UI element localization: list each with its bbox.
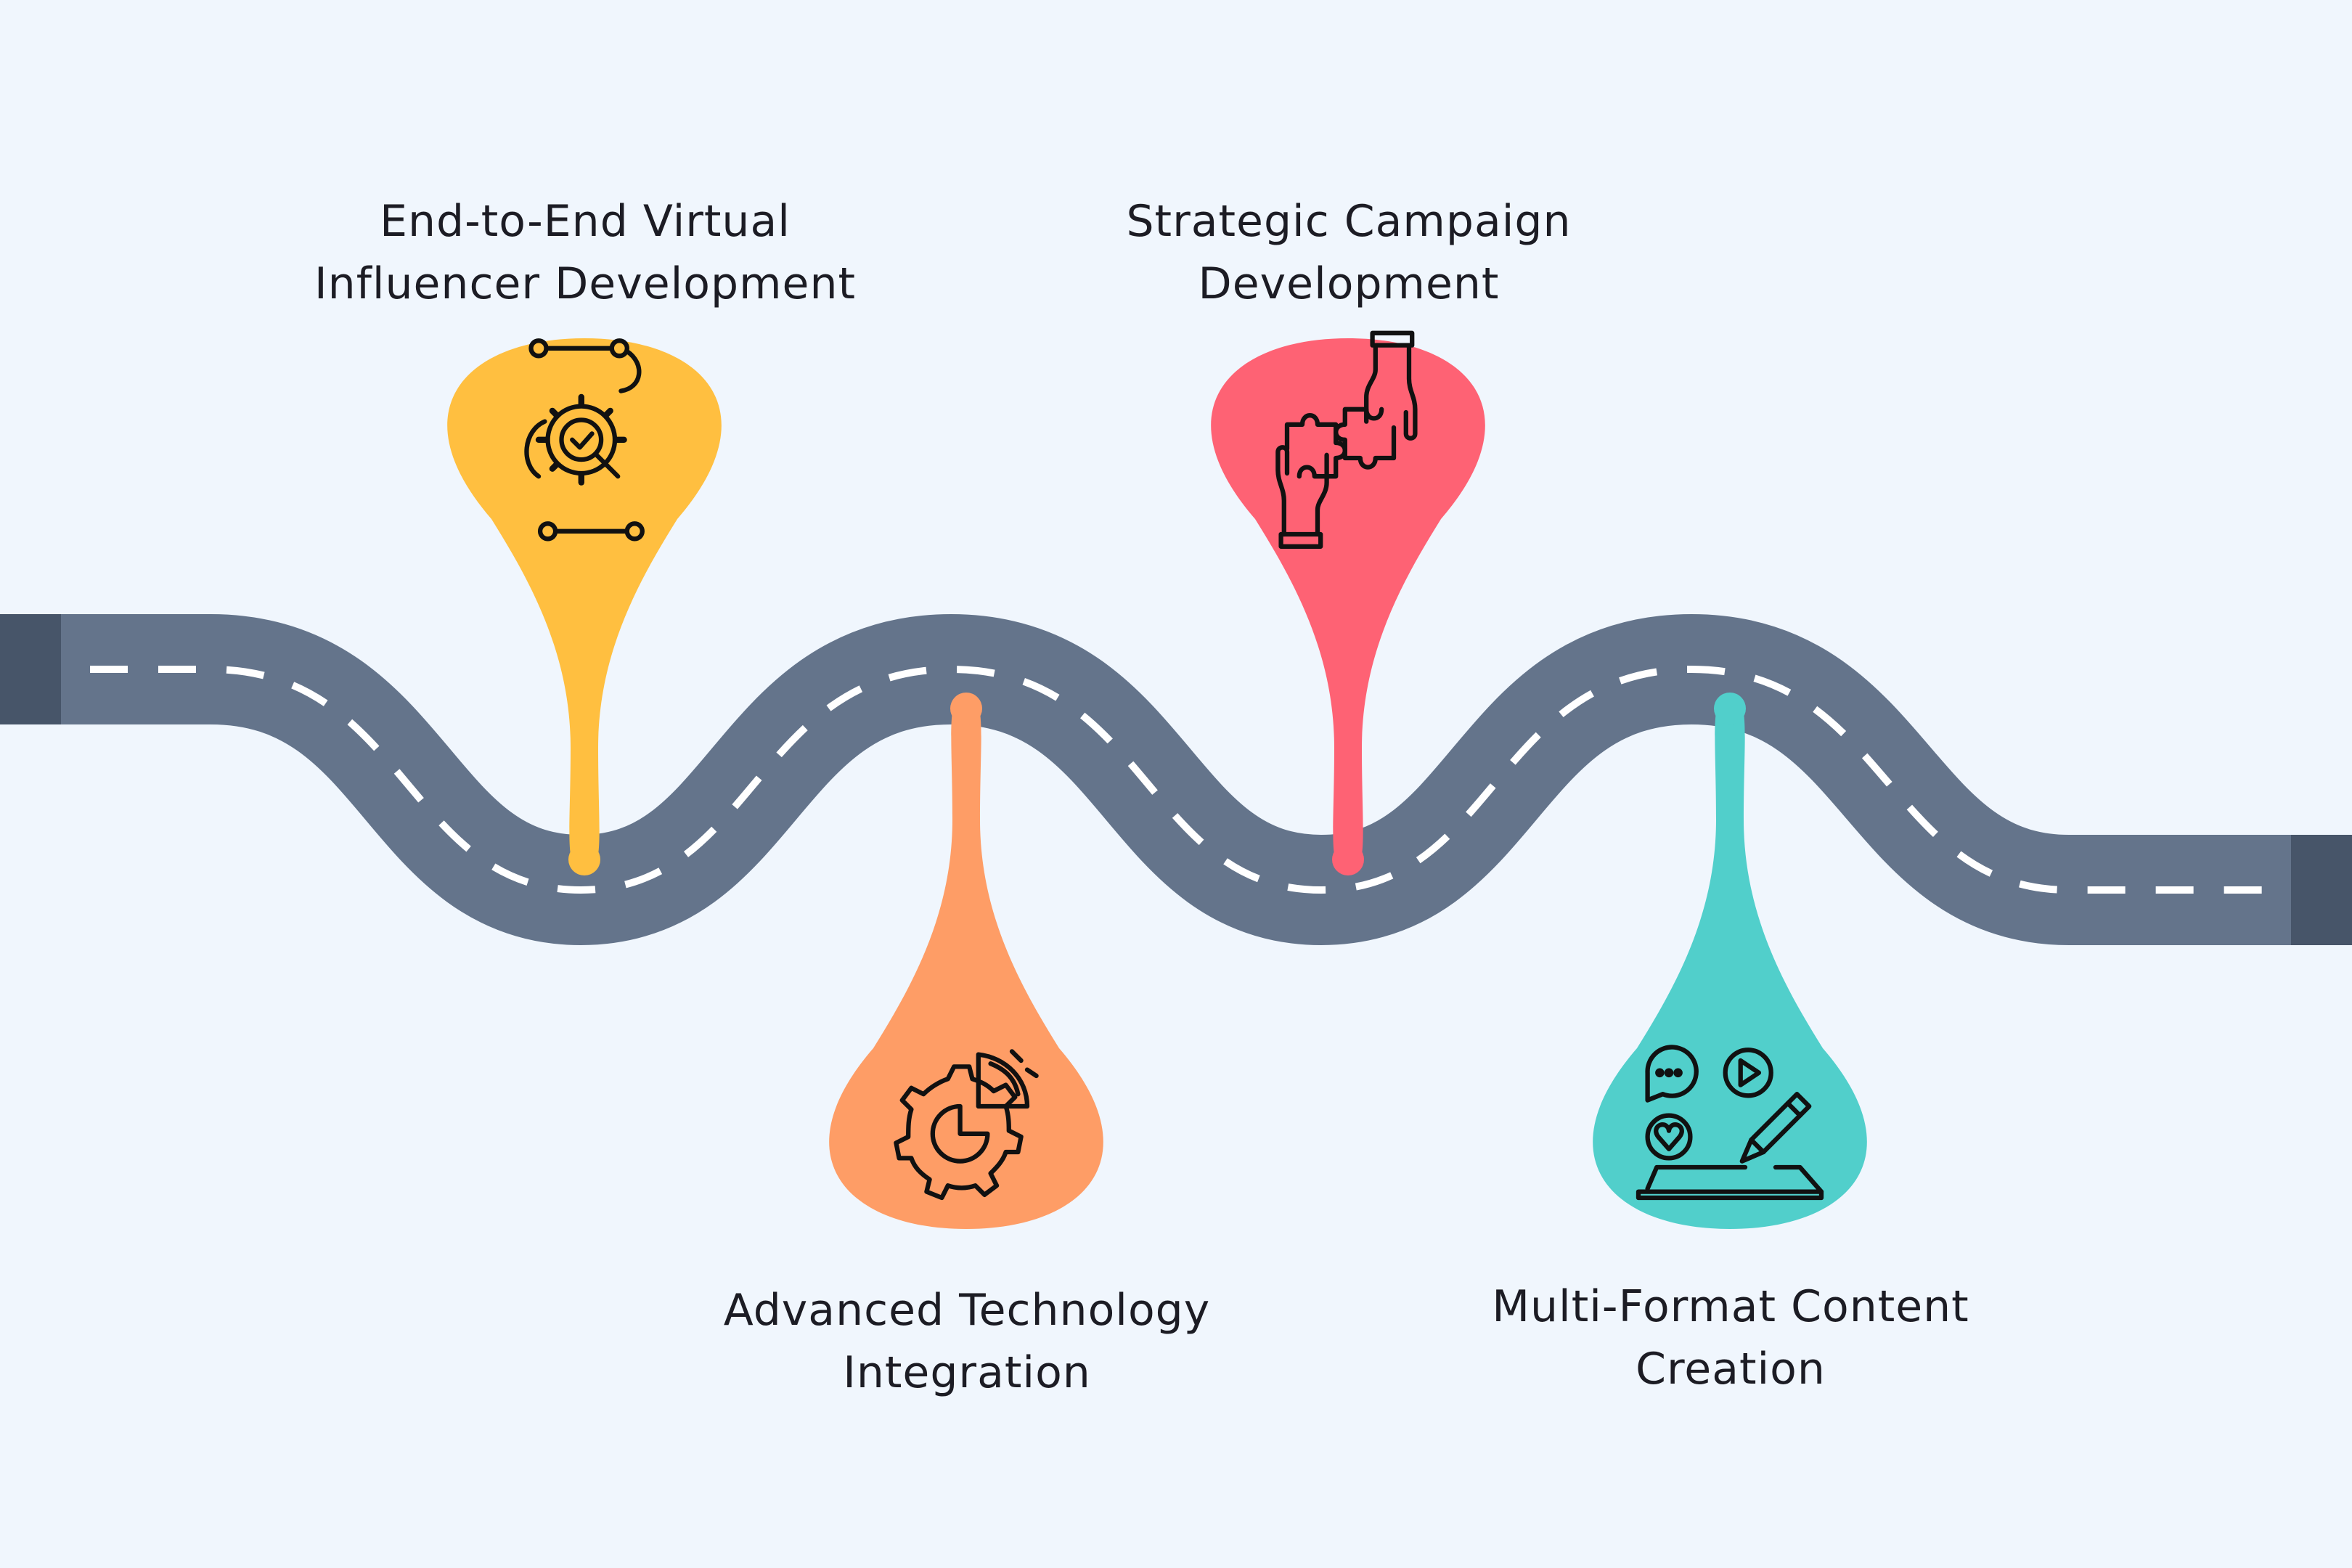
pin-4-tip-dot	[1714, 693, 1746, 724]
pin-2-tip-dot	[1332, 844, 1364, 875]
milestone-title-line2: Creation	[1636, 1344, 1826, 1395]
milestone-title-line2: Influencer Development	[314, 258, 857, 309]
winding-road	[0, 613, 2352, 946]
milestone-title-line2: Integration	[843, 1347, 1091, 1398]
hands-puzzle-pieces-icon	[1275, 330, 1418, 549]
milestone-label-4: Multi-Format Content Creation	[1404, 1275, 2057, 1400]
gear-pie-chart-icon	[894, 1049, 1039, 1201]
milestone-label-2: Strategic Campaign Development	[1022, 190, 1675, 315]
milestone-label-1: End-to-End Virtual Influencer Developmen…	[258, 190, 912, 315]
milestone-title-line2: Development	[1198, 258, 1500, 309]
road-end-cap-right	[2291, 835, 2352, 945]
pin-1-tip-dot	[568, 844, 600, 875]
milestone-title-line1: End-to-End Virtual	[380, 196, 791, 247]
milestone-title-line1: Advanced Technology	[723, 1285, 1211, 1336]
milestone-title-line1: Multi-Format Content	[1492, 1281, 1969, 1332]
road-end-cap-left	[0, 614, 61, 724]
milestone-pin-3[interactable]	[829, 695, 1103, 1229]
pin-3-tip-dot	[950, 693, 982, 724]
milestone-pin-4[interactable]	[1593, 695, 1867, 1229]
pin-shape	[829, 695, 1103, 1229]
road-lane-dashes	[0, 665, 2352, 894]
road-surface	[0, 613, 2352, 946]
content-creation-icon	[1636, 1045, 1824, 1201]
milestone-title-line1: Strategic Campaign	[1126, 196, 1572, 247]
milestone-label-3: Advanced Technology Integration	[640, 1279, 1294, 1404]
milestone-pin-1[interactable]	[447, 338, 722, 873]
workflow-gear-magnifier-icon	[524, 338, 645, 542]
pin-shape	[447, 338, 722, 873]
milestone-pin-2[interactable]	[1211, 330, 1485, 873]
